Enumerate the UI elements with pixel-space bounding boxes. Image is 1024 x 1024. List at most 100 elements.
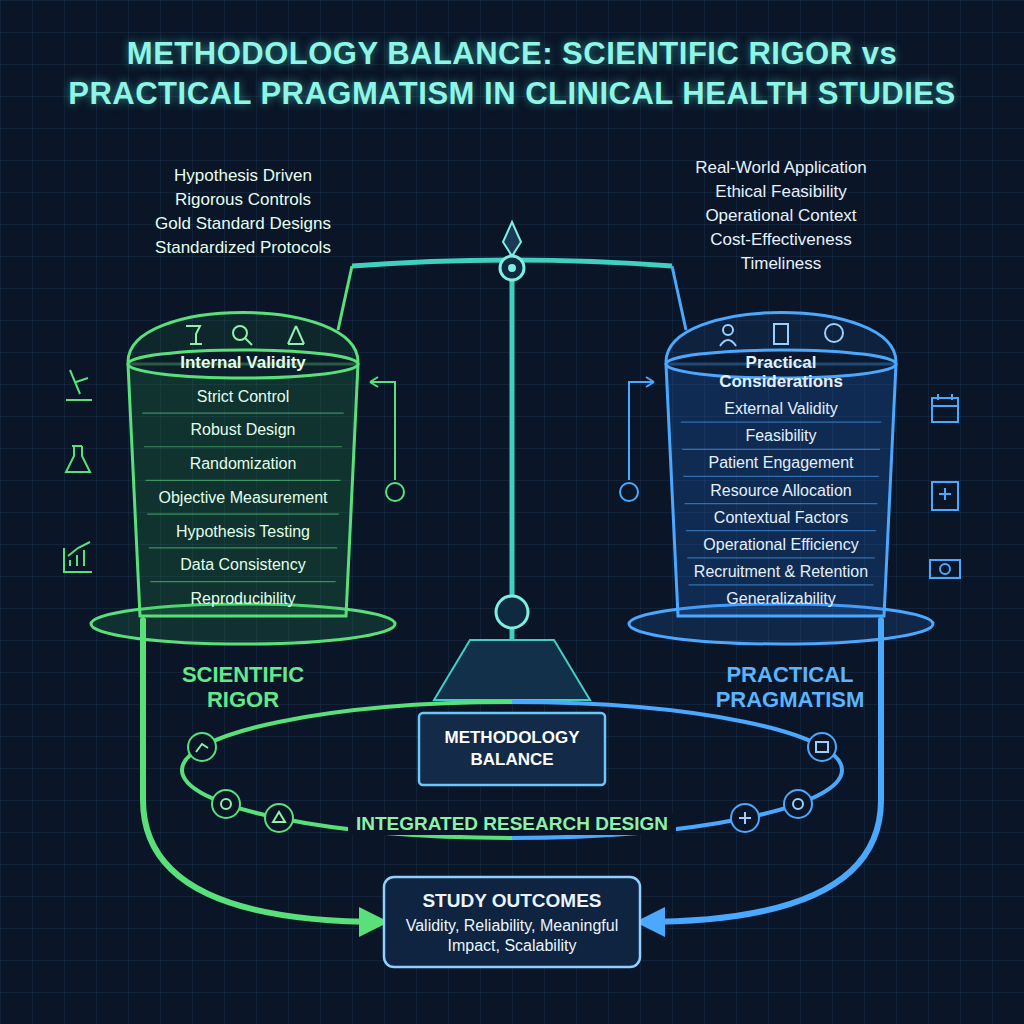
- arrow-head: [370, 377, 378, 387]
- bucket-band: [682, 449, 880, 450]
- flask-icon: [66, 446, 90, 472]
- bucket-band: [685, 503, 878, 504]
- left-dome: [91, 313, 404, 645]
- fulcrum-base: [434, 640, 590, 700]
- microscope-icon: [66, 370, 92, 400]
- person-icon: [720, 340, 736, 346]
- pivot: [500, 256, 524, 280]
- right-dome: [620, 313, 933, 645]
- mini-icon: [739, 812, 751, 824]
- list-label: Ethical Feasibility: [651, 182, 911, 202]
- rigor-bucket: Internal ValidityStrict ControlRobust De…: [128, 348, 358, 620]
- node-text: Resource Allocation: [710, 481, 851, 500]
- bucket-band: [687, 557, 875, 558]
- bucket-band: [689, 584, 874, 585]
- node-text: Data Consistency: [180, 555, 305, 574]
- node-text: Feasibility: [745, 426, 816, 445]
- bucket-rim: [128, 350, 358, 378]
- list-label: Cost-Effectiveness: [651, 230, 911, 250]
- node-text: Reproducibility: [191, 589, 296, 608]
- cycle-icon: [386, 483, 404, 501]
- clipboard-icon: [774, 324, 788, 344]
- bucket-band: [686, 530, 876, 531]
- bucket-band: [146, 480, 341, 481]
- beaker-icon: [186, 326, 202, 344]
- coin-icon: [825, 324, 843, 342]
- calendar-icon: [932, 398, 958, 422]
- node-text: Hypothesis Testing: [176, 522, 310, 541]
- diagram-title: METHODOLOGY BALANCE: SCIENTIFIC RIGOR vs…: [62, 34, 962, 114]
- list-label: Hypothesis Driven: [113, 166, 373, 186]
- box-outline: [419, 713, 605, 785]
- ring-icon: [188, 733, 216, 761]
- node-text: Strict Control: [197, 387, 289, 406]
- integration-ring: [182, 702, 842, 838]
- node-text: Patient Engagement: [709, 453, 854, 472]
- balance-box: METHODOLOGY BALANCE: [418, 712, 606, 786]
- pole-tip: [503, 222, 521, 256]
- node-text: Robust Design: [191, 420, 296, 439]
- feedback-arrow: [629, 382, 654, 480]
- node-heading: Practical Considerations: [684, 353, 878, 391]
- node-text: Generalizability: [726, 589, 835, 608]
- money-icon: [940, 564, 950, 574]
- hanger: [338, 266, 352, 330]
- box-outline: [384, 877, 640, 967]
- node-text: Objective Measurement: [159, 488, 328, 507]
- node-text: Contextual Factors: [714, 508, 848, 527]
- magnifier-icon: [233, 326, 247, 340]
- node-shape: [418, 712, 606, 786]
- money-icon: [930, 560, 960, 578]
- ring-icon: [265, 804, 293, 832]
- node-heading: STUDY OUTCOMES: [422, 889, 601, 913]
- fulcrum-joint: [496, 596, 528, 628]
- bucket-band: [144, 446, 342, 447]
- outcomes-box: STUDY OUTCOMES Validity, Reliability, Mea…: [383, 876, 641, 968]
- list-label: Timeliness: [651, 254, 911, 274]
- calendar-icon: [932, 394, 958, 406]
- bucket-body: [128, 364, 358, 616]
- section-label: PRACTICAL PRAGMATISM: [690, 662, 890, 712]
- ring-icon: [212, 790, 240, 818]
- list-label: Operational Context: [651, 206, 911, 226]
- list-label: Gold Standard Designs: [113, 214, 373, 234]
- mini-icon: [273, 812, 285, 822]
- ring-icon: [731, 804, 759, 832]
- mini-icon: [793, 799, 803, 809]
- node-heading: METHODOLOGY BALANCE: [432, 727, 592, 771]
- text-column: STUDY OUTCOMES Validity, Reliability, Mea…: [383, 876, 641, 968]
- bucket-band: [681, 422, 881, 423]
- bucket-band: [142, 412, 343, 413]
- bucket-band: [150, 581, 335, 582]
- arrow-head: [646, 377, 654, 387]
- bucket-band: [149, 547, 337, 548]
- mini-icon: [816, 742, 828, 752]
- node-heading: Internal Validity: [180, 353, 306, 372]
- hospital-icon: [932, 482, 958, 510]
- cycle-icon: [620, 483, 638, 501]
- node-text: Randomization: [190, 454, 297, 473]
- text-column: Practical ConsiderationsExternal Validit…: [666, 348, 896, 620]
- bucket-band: [147, 514, 339, 515]
- network-icon: [288, 326, 304, 344]
- node-text: Recruitment & Retention: [694, 562, 868, 581]
- bucket-band: [683, 476, 878, 477]
- pragmatism-bucket: Practical ConsiderationsExternal Validit…: [666, 348, 896, 620]
- magnifier-handle: [245, 338, 252, 345]
- mini-icon: [196, 744, 208, 752]
- mini-icon: [221, 799, 231, 809]
- list-label: Real-World Application: [651, 158, 911, 178]
- person-icon: [723, 325, 733, 335]
- flow-arrow: [143, 620, 383, 922]
- chart-icon: [64, 542, 92, 572]
- section-label: SCIENTIFIC RIGOR: [158, 662, 328, 712]
- feedback-arrow: [370, 382, 395, 480]
- text-column: Internal ValidityStrict ControlRobust De…: [128, 348, 358, 620]
- bucket-body: [666, 364, 896, 616]
- text-column: METHODOLOGY BALANCE: [418, 712, 606, 786]
- node-text: Validity, Reliability, Meaningful Impact…: [397, 916, 627, 956]
- section-label: INTEGRATED RESEARCH DESIGN: [348, 813, 676, 835]
- list-label: Rigorous Controls: [113, 190, 373, 210]
- pivot-dot: [508, 264, 516, 272]
